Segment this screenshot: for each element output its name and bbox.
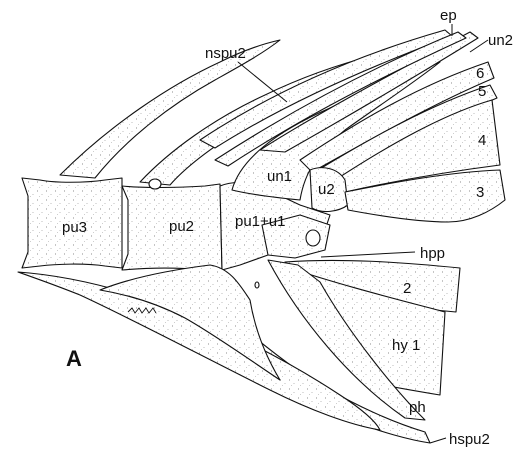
label-hpp: hpp [420, 245, 445, 262]
label-hypural-3: 3 [476, 184, 484, 201]
label-hy1: hy 1 [392, 337, 420, 354]
label-ep: ep [440, 7, 457, 24]
label-pu2: pu2 [169, 218, 194, 235]
label-hspu2: hspu2 [449, 431, 490, 448]
label-hypural-4: 4 [478, 132, 486, 149]
label-pu1-u1: pu1+u1 [235, 213, 285, 230]
label-hypural-2: 2 [403, 280, 411, 297]
leader-hspu2 [430, 438, 446, 443]
foramen-small [255, 282, 259, 288]
panel-letter: A [66, 346, 82, 371]
leader-hpp [321, 252, 415, 257]
label-hypural-6: 6 [476, 65, 484, 82]
label-ph: ph [409, 399, 426, 416]
label-pu3: pu3 [62, 219, 87, 236]
label-u2: u2 [318, 181, 335, 198]
foramen-pu2 [149, 179, 161, 189]
label-un1: un1 [267, 168, 292, 185]
foramen-pu1 [306, 230, 320, 246]
label-nspu2: nspu2 [205, 45, 246, 62]
label-hypural-5: 5 [478, 83, 486, 100]
label-un2: un2 [488, 32, 513, 49]
